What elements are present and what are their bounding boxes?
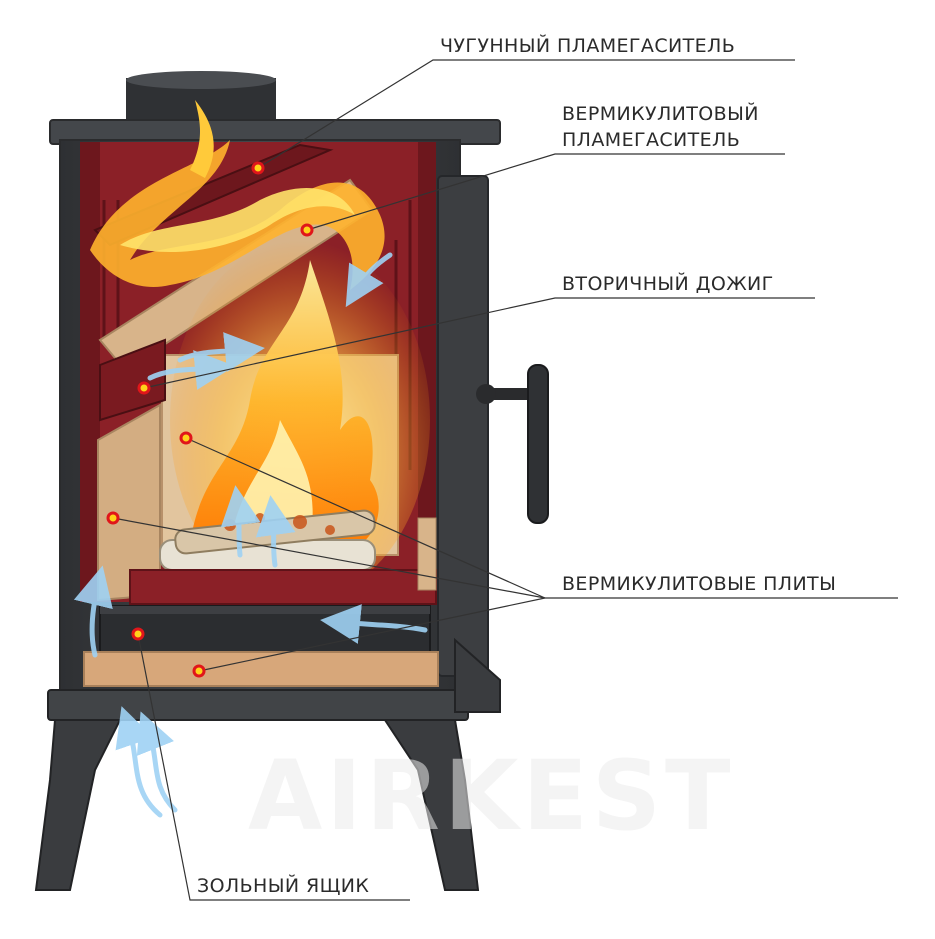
ash-box [99, 605, 431, 653]
leader-lines [112, 59, 898, 901]
brand-watermark: AIRKEST [248, 740, 735, 852]
firebox-floor [129, 569, 437, 605]
leg-right [383, 719, 480, 891]
marker-vermiculite-bottom [192, 664, 206, 678]
vermiculite-plate-bottom [83, 651, 439, 687]
hearth-lip [454, 637, 501, 713]
marker-cast-iron-baffle [251, 161, 265, 175]
callout-markers [106, 161, 314, 678]
marker-vermiculite-back [179, 431, 193, 445]
label-vermiculite-plates: ВЕРМИКУЛИТОВЫЕ ПЛИТЫ [562, 573, 837, 595]
leg-left [34, 719, 122, 891]
marker-vermiculite-left [106, 511, 120, 525]
marker-ash-box [131, 627, 145, 641]
label-cast-iron-baffle: ЧУГУННЫЙ ПЛАМЕГАСИТЕЛЬ [440, 35, 736, 57]
door-handle [476, 364, 549, 524]
base-plate [47, 689, 469, 721]
secondary-air-bracket [99, 338, 166, 422]
marker-secondary-combustion [137, 381, 151, 395]
label-vermiculite-baffle: ВЕРМИКУЛИТОВЫЙ ПЛАМЕГАСИТЕЛЬ [562, 103, 759, 151]
label-secondary-combustion: ВТОРИЧНЫЙ ДОЖИГ [562, 273, 774, 295]
door-frame [437, 175, 489, 677]
air-flow-arrows [73, 252, 428, 818]
marker-vermiculite-baffle [300, 223, 314, 237]
vermiculite-plate-right [417, 517, 437, 591]
label-ash-box: ЗОЛЬНЫЙ ЯЩИК [197, 875, 370, 897]
